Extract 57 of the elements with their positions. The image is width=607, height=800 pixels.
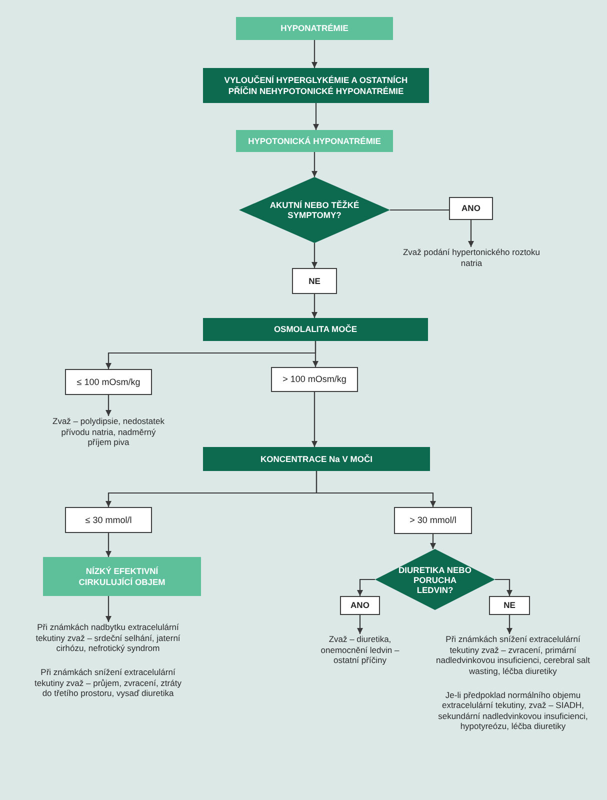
note-text: Zvaž – polydipsie, nedostatek přívodu natria, nadměrný příjem piva — [50, 416, 167, 448]
branch-box — [489, 596, 530, 615]
arrow — [357, 615, 363, 634]
arrow — [312, 152, 318, 177]
branch-label: ANO — [350, 600, 370, 611]
note-text: Zvaž podání hypertonického roztoku natria — [400, 247, 543, 268]
arrow — [357, 578, 375, 596]
step-box — [236, 17, 393, 40]
branch-label: NE — [504, 600, 516, 611]
arrow — [468, 220, 474, 247]
branch-box — [340, 596, 380, 615]
branch-label: NE — [308, 276, 320, 286]
branch-label: ANO — [462, 203, 480, 214]
step-title: KONCENTRACE Na V MOČI — [260, 454, 372, 464]
arrow — [312, 294, 318, 318]
arrow — [106, 395, 112, 416]
arrow — [430, 534, 436, 549]
branch-label: ≤ 100 mOsm/kg — [76, 376, 140, 388]
arrow — [106, 596, 112, 622]
step-box — [236, 130, 393, 152]
process-box — [203, 68, 429, 103]
step-box — [43, 557, 201, 596]
connector-line — [390, 209, 449, 211]
branch-label: ≤ 30 mmol/l — [85, 514, 132, 526]
arrow — [316, 471, 436, 507]
arrow — [312, 40, 318, 68]
step-title: VYLOUČENÍ HYPERGLYKÉMIE A OSTATNÍCH PŘÍČIN NEHYPOTONICKÉ HYPONATRÉMIE — [223, 75, 409, 96]
arrow — [506, 615, 512, 634]
arrow — [313, 103, 319, 130]
branch-box — [292, 268, 337, 294]
decision-text: DIURETIKA NEBO PORUCHA LEDVIN? — [398, 564, 472, 594]
arrow — [312, 243, 318, 268]
branch-label: > 30 mmol/l — [410, 515, 456, 526]
arrow — [312, 341, 318, 367]
step-title: OSMOLALITA MOČE — [274, 324, 358, 335]
process-box — [203, 447, 430, 471]
note-text: Při známkách snížení extracelulární tekutiny zvaž – zvracení, primární nadledvinkovou insuficienci, cerebral salt wasting, léčba diuretiky — [435, 634, 591, 676]
branch-box — [65, 507, 152, 533]
note-text: Zvaž – diuretika, onemocnění ledvin – ostatní příčiny — [315, 634, 405, 666]
step-title: HYPOTONICKÁ HYPONATRÉMIE — [248, 136, 381, 146]
note-text: Je-li předpoklad normálního objemu extracelulární tekutiny, zvaž – SIADH, sekundární nadledvinkovou insuficienci, hypotyreózu, léčba diuretiky — [437, 690, 589, 732]
step-title: NÍZKÝ EFEKTIVNÍ CIRKULUJÍCÍ OBJEM — [78, 566, 166, 587]
decision-diamond — [375, 549, 495, 610]
branch-box — [271, 367, 358, 392]
branch-box — [449, 197, 493, 220]
decision-diamond — [239, 177, 390, 243]
branch-box — [65, 369, 152, 395]
process-box — [203, 318, 428, 341]
step-title: HYPONATRÉMIE — [280, 23, 348, 34]
branch-box — [394, 507, 472, 534]
decision-text: AKUTNÍ NEBO TĚŽKÉ SYMPTOMY? — [268, 200, 360, 220]
note-text: Při známkách snížení extracelulární tekutiny zvaž – průjem, zvracení, ztráty do třetího prostoru, vysaď diuretika — [34, 666, 182, 699]
arrow — [495, 578, 512, 596]
arrow — [312, 392, 318, 447]
note-text: Při známkách nadbytku extracelulární tekutiny zvaž – srdeční selhání, jaterní cirhózu, nefrotický syndrom — [34, 622, 182, 654]
arrow — [106, 533, 112, 557]
branch-label: > 100 mOsm/kg — [282, 374, 346, 385]
